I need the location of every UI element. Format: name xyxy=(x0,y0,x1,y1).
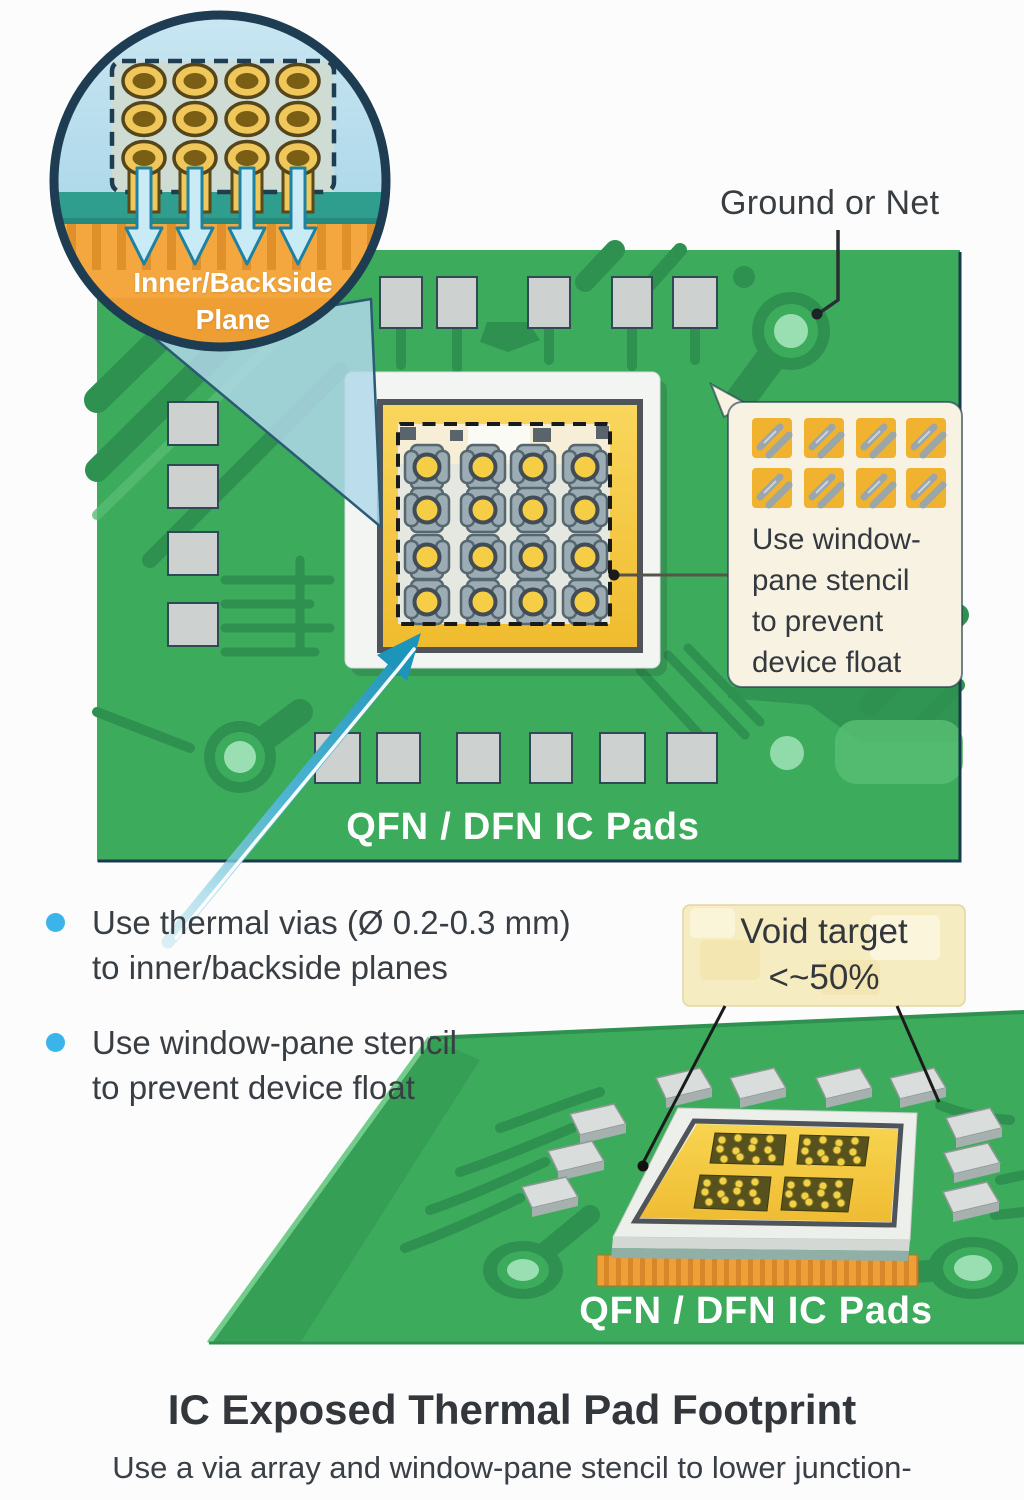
thru-hole-pad xyxy=(204,699,313,793)
bottom-ic-package xyxy=(611,1107,918,1261)
bottom-thru-hole-pad-right xyxy=(904,1237,1018,1299)
bottom-board-label: QFN / DFN IC Pads xyxy=(579,1290,933,1332)
void-target-label: Void target <~50% xyxy=(740,912,908,997)
via-array-arrow xyxy=(161,633,421,949)
stencil-callout-pointer xyxy=(608,569,728,581)
page-title: IC Exposed Thermal Pad Footprint xyxy=(167,1386,857,1433)
note-thermal-vias: Use thermal vias (Ø 0.2-0.3 mm) to inner… xyxy=(46,900,686,990)
note-text: Use thermal vias (Ø 0.2-0.3 mm) to inner… xyxy=(92,904,571,986)
void-target-box xyxy=(637,904,966,1172)
note-window-pane: Use window-pane stencil to prevent devic… xyxy=(46,1020,686,1110)
inner-backside-plane-label: Inner/Backside Plane xyxy=(133,267,333,335)
void-target-pointers xyxy=(637,1005,941,1172)
top-board-label: QFN / DFN IC Pads xyxy=(346,806,700,848)
bullet-dot-icon xyxy=(46,1033,65,1052)
note-text: Use window-pane stencil to prevent devic… xyxy=(92,1024,458,1106)
stencil-outline-dashed xyxy=(396,422,612,626)
stencil-callout-text: Use window- pane stencil to prevent devi… xyxy=(752,523,921,679)
magnifier-ring xyxy=(49,10,391,352)
bottom-pcb-board xyxy=(206,1010,1024,1345)
pcb-core-layer xyxy=(54,192,386,222)
ground-or-net-label: Ground or Net xyxy=(720,184,940,222)
ground-net-pad xyxy=(725,292,830,415)
perimeter-pads xyxy=(167,276,718,784)
design-notes-list: Use thermal vias (Ø 0.2-0.3 mm) to inner… xyxy=(46,900,686,1110)
pad-outline-dashed xyxy=(109,58,337,195)
magnifier-inset xyxy=(49,10,391,352)
ground-net-pointer xyxy=(811,230,840,320)
heat-flow-arrows xyxy=(124,166,318,266)
bullet-dot-icon xyxy=(46,913,65,932)
page-subtitle: Use a via array and window-pane stencil … xyxy=(112,1450,912,1485)
stencil-callout-box xyxy=(709,381,963,688)
bottom-thru-hole-pad-left xyxy=(483,1205,600,1299)
thermal-pad-footprint xyxy=(344,371,667,676)
